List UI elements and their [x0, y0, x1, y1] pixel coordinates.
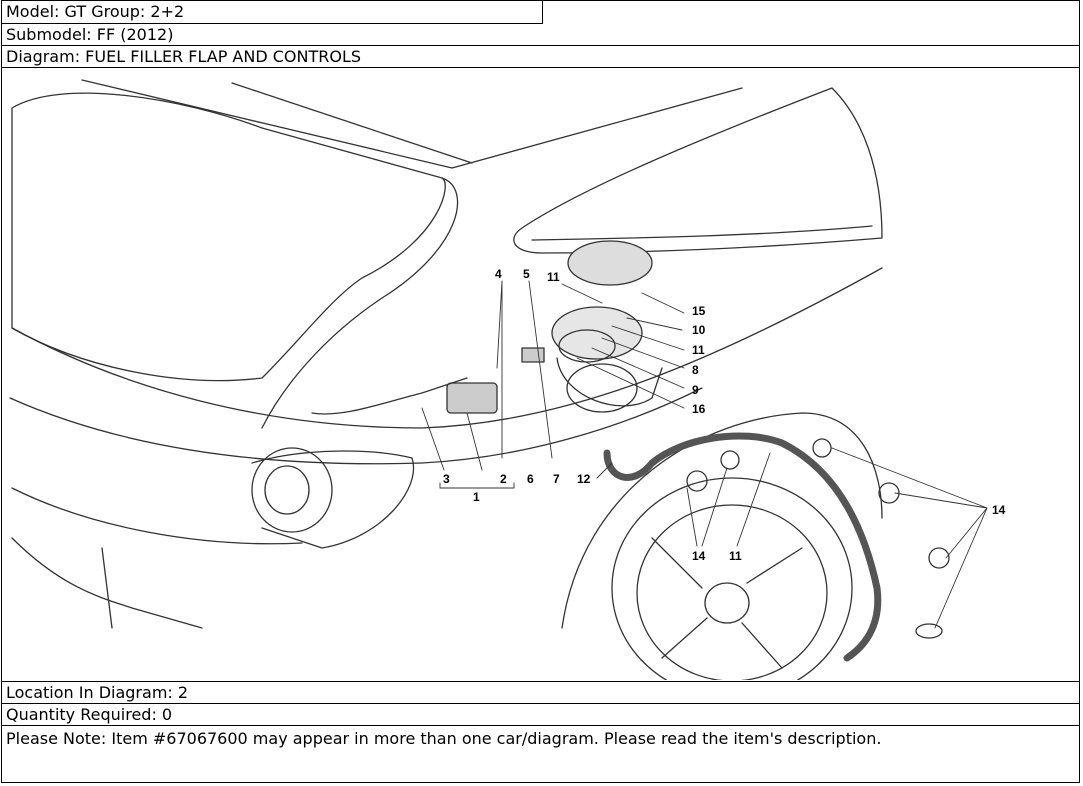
- callout-1: 1: [473, 490, 480, 504]
- callout-8: 8: [692, 363, 699, 377]
- location-label: Location In Diagram: 2: [2, 682, 1079, 704]
- clip: [928, 547, 950, 569]
- callout-2: 2: [500, 472, 507, 486]
- fuel-filler-diagram: 4 5 11 15 10 11 8 9 16 3 2 6 7 12 1 14 1…: [9, 79, 1006, 681]
- callout-15: 15: [692, 304, 706, 318]
- roof-line: [81, 79, 743, 169]
- callout-5: 5: [523, 267, 530, 281]
- clip: [720, 450, 740, 470]
- wheel: [611, 477, 853, 681]
- callout-13: 12: [577, 472, 591, 486]
- callout-10: 10: [692, 323, 706, 337]
- clip: [686, 470, 708, 492]
- callout-14a: 14: [692, 549, 706, 563]
- callout-16: 16: [692, 402, 706, 416]
- model-label: Model: GT Group: 2+2: [2, 1, 543, 24]
- callout-14b: 14: [992, 503, 1006, 517]
- callout-9: 9: [692, 383, 699, 397]
- diagram-title: Diagram: FUEL FILLER FLAP AND CONTROLS: [2, 46, 1079, 68]
- callout-11a: 11: [547, 270, 560, 284]
- clip: [878, 482, 900, 504]
- clip: [915, 623, 943, 639]
- callout-3: 3: [443, 472, 450, 486]
- tail-light: [251, 447, 333, 533]
- submodel-label: Submodel: FF (2012): [2, 24, 1079, 46]
- roof-line-2: [231, 82, 473, 164]
- callout-12: 11: [729, 549, 742, 563]
- clip: [812, 438, 832, 458]
- callout-6: 6: [527, 472, 534, 486]
- fuel-flap: [567, 240, 653, 286]
- drain-hose: [603, 432, 882, 662]
- callout-7: 7: [553, 472, 560, 486]
- body-side-line: [11, 267, 883, 429]
- release-cable: [311, 377, 468, 415]
- item-note: Please Note: Item #67067600 may appear i…: [6, 729, 882, 748]
- quarter-window: [513, 87, 883, 254]
- parts-diagram: 4 5 11 15 10 11 8 9 16 3 2 6 7 12 1 14 1…: [2, 68, 1079, 682]
- callout-11b: 11: [692, 343, 705, 357]
- quantity-label: Quantity Required: 0: [2, 704, 1079, 726]
- filler-housing: [551, 306, 643, 360]
- wheel-arch: [561, 412, 883, 629]
- c-pillar: [261, 177, 459, 429]
- rear-window-outline: [11, 92, 446, 382]
- callout-4: 4: [495, 267, 502, 281]
- release-actuator: [446, 382, 498, 414]
